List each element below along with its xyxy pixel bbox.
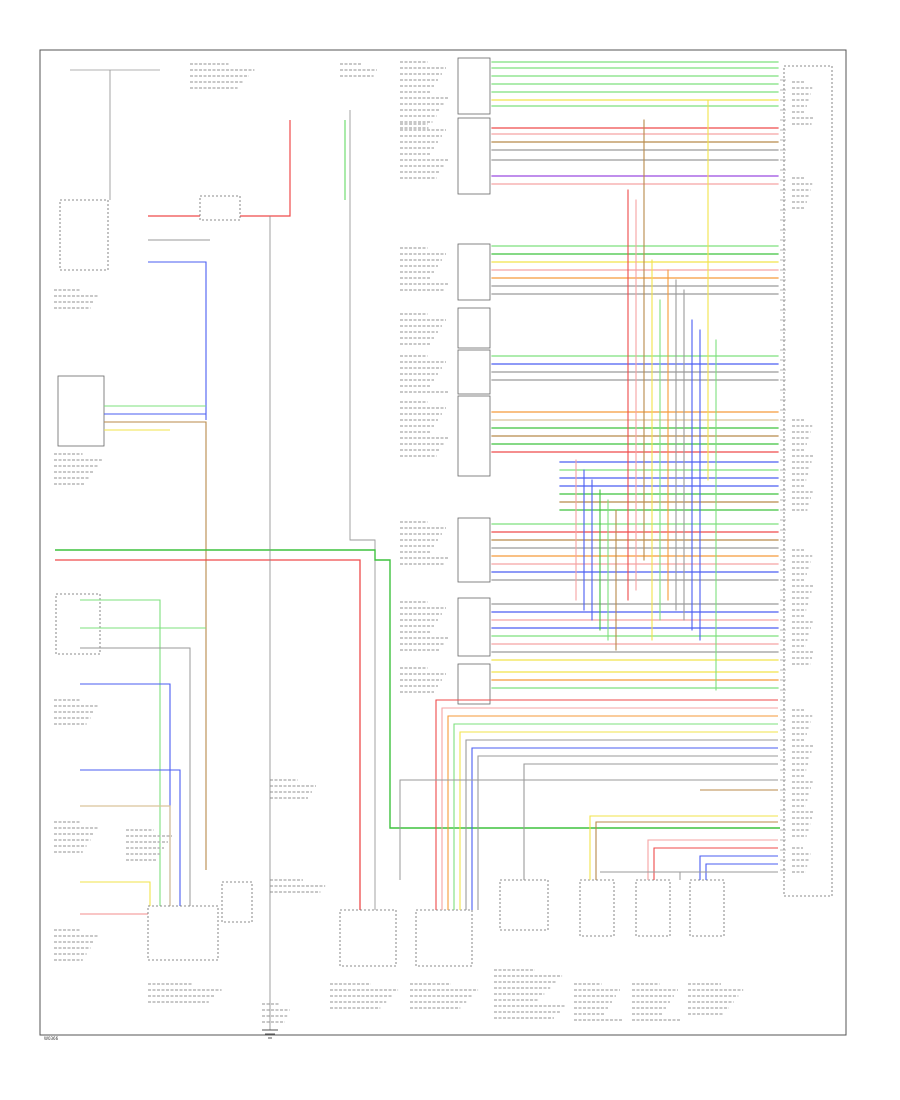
bottom-wire-3 [447,715,778,910]
diagram-frame [39,49,847,1036]
bottom-wire-8 [477,755,778,910]
switch-box-1 [57,375,105,447]
bottom-wire-1 [435,699,778,910]
bottom-wire-10 [589,815,778,880]
engine-ecm-connector [147,905,219,961]
wire-blue-relay [148,261,207,420]
wire-brown-switch [104,421,207,870]
wire-gray-sensor1 [80,647,191,910]
bottom-wire-11 [595,821,778,880]
wire-green-long [55,549,780,829]
bottom-wire-7 [471,747,778,910]
module-block-5 [457,349,491,395]
junction-connector [221,881,253,923]
module-connector-a [339,909,397,967]
module-block-9 [457,663,491,705]
module-block-7 [457,517,491,583]
sensor-box-1 [55,593,101,655]
ground-symbol [262,1029,278,1039]
wire-blue-sensor2 [80,769,181,910]
module-connector-b [415,909,473,967]
sensor-connector-c [499,879,549,931]
wire-gray-vertical [349,110,376,910]
fuse-box [199,195,241,221]
module-block-2 [457,117,491,195]
wire-yellow-sensor4 [80,881,151,910]
bottom-wire-4 [453,723,778,910]
bottom-wire-5 [459,731,778,910]
wire-red-fuse [148,120,291,217]
module-block-6 [457,395,491,477]
bottom-wire-12 [647,839,778,880]
sensor-connector-f [689,879,725,937]
footer-code: W0366 [44,1036,59,1041]
bottom-wire-9 [523,763,778,880]
wire-gray-return [399,779,778,880]
sensor-connector-d [579,879,615,937]
module-block-4 [457,307,491,349]
module-block-3 [457,243,491,301]
bottom-wire-13 [653,847,778,880]
wire-tan-sensor3 [80,805,171,910]
wire-red-long [55,559,361,910]
module-block-1 [457,57,491,115]
relay-box [59,199,109,271]
bottom-wire-15 [705,863,778,880]
module-block-8 [457,597,491,657]
sensor-connector-e [635,879,671,937]
wire-lg-sensor1 [80,599,161,910]
bottom-wire-14 [699,855,778,880]
wire-blue-sensor1 [80,683,171,910]
bottom-wire-2 [441,707,778,910]
bottom-wire-6 [465,739,778,910]
